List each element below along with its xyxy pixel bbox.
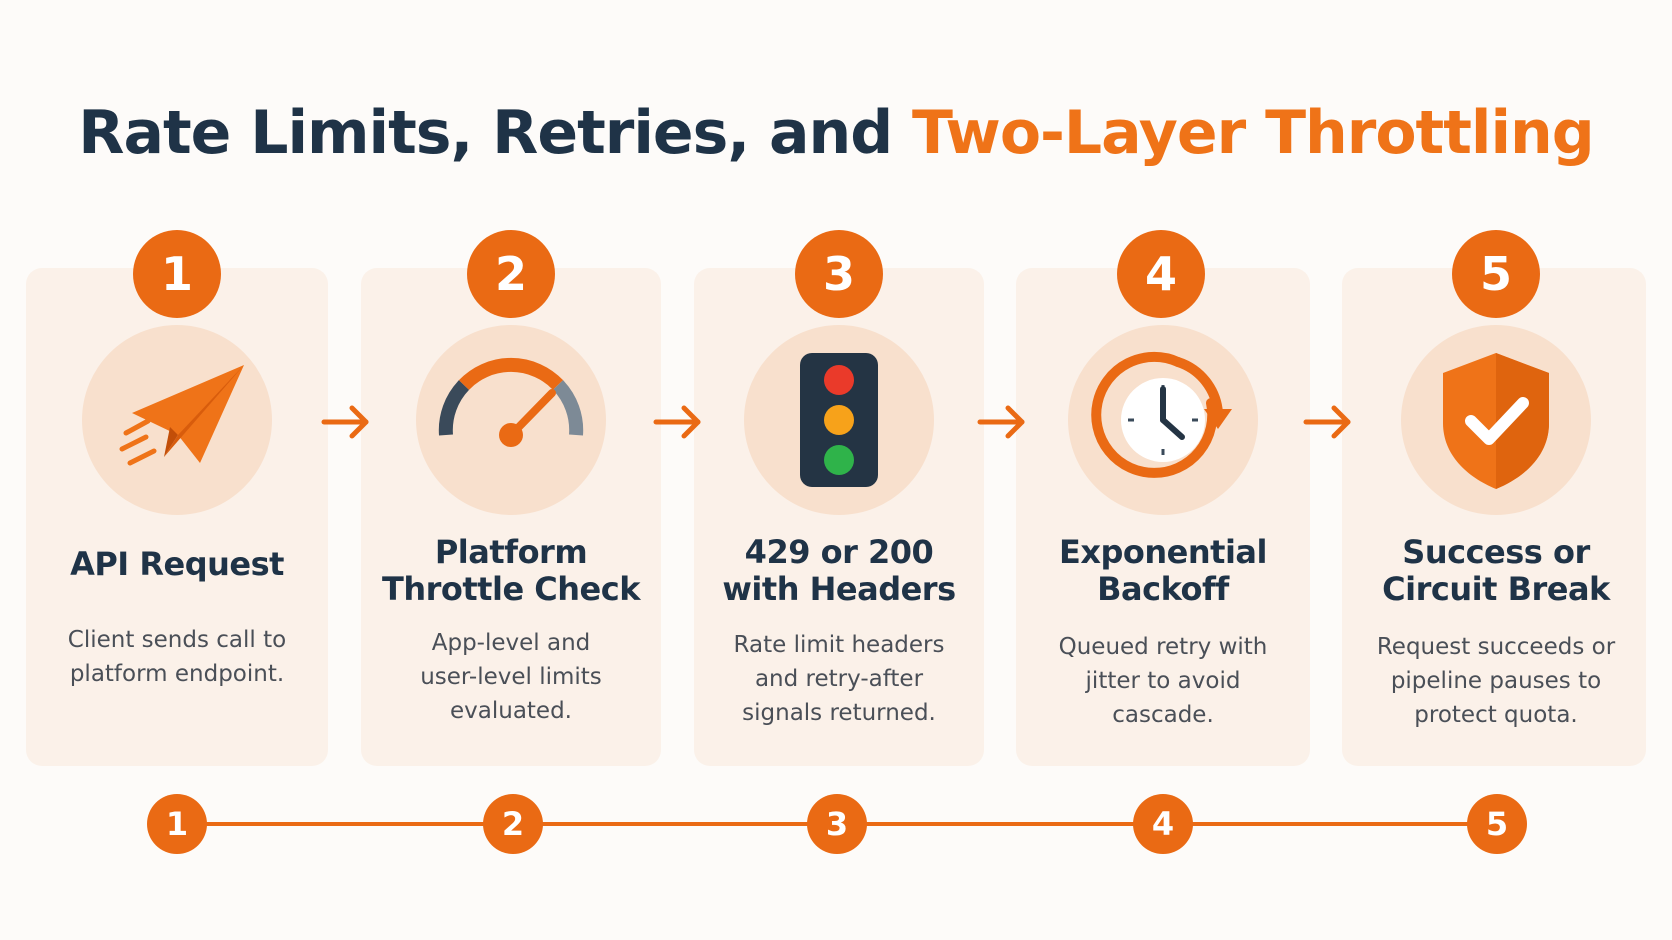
step-desc-line: pipeline pauses to xyxy=(1390,668,1602,694)
icon-disc-4 xyxy=(1068,325,1258,515)
timeline-dot-2: 2 xyxy=(483,794,543,854)
icon-disc-1 xyxy=(82,325,272,515)
step-title-line: Platform xyxy=(434,533,588,571)
step-desc-line: Queued retry with xyxy=(1058,634,1268,660)
timeline-dot-1: 1 xyxy=(147,794,207,854)
step-desc-line: jitter to avoid xyxy=(1085,668,1241,694)
step-badge-1: 1 xyxy=(133,230,221,318)
step-desc-line: and retry-after xyxy=(754,666,924,692)
step-desc-5: Request succeeds or pipeline pauses to p… xyxy=(1346,630,1646,732)
arrow-right-icon xyxy=(1303,405,1351,439)
title-main: Rate Limits, Retries, and xyxy=(78,98,893,168)
step-desc-line: protect quota. xyxy=(1414,702,1578,728)
timeline-dot-5: 5 xyxy=(1467,794,1527,854)
arrow-right-icon xyxy=(321,405,369,439)
step-desc-1: Client sends call to platform endpoint. xyxy=(27,623,327,691)
clock-retry-icon xyxy=(1091,351,1232,478)
step-desc-2: App-level and user-level limits evaluate… xyxy=(361,626,661,728)
step-badge-4: 4 xyxy=(1117,230,1205,318)
step-title-line: Exponential xyxy=(1059,533,1267,571)
timeline-dot-4: 4 xyxy=(1133,794,1193,854)
step-title-5: Success or Circuit Break xyxy=(1346,534,1646,608)
step-title-line: Circuit Break xyxy=(1382,570,1610,608)
timeline-dot-3: 3 xyxy=(807,794,867,854)
arrow-right-icon xyxy=(977,405,1025,439)
step-desc-line: App-level and xyxy=(431,630,591,656)
step-badge-3: 3 xyxy=(795,230,883,318)
step-desc-line: cascade. xyxy=(1112,702,1214,728)
step-desc-line: Request succeeds or xyxy=(1376,634,1616,660)
title-accent: Two-Layer Throttling xyxy=(912,98,1595,168)
step-desc-3: Rate limit headers and retry-after signa… xyxy=(689,628,989,730)
shield-check-icon xyxy=(1443,353,1549,489)
step-title-line: API Request xyxy=(70,545,284,583)
icon-disc-2 xyxy=(416,325,606,515)
paper-plane-icon xyxy=(119,365,244,466)
step-desc-line: user-level limits xyxy=(420,664,602,690)
step-desc-line: evaluated. xyxy=(450,698,572,724)
page-title: Rate Limits, Retries, and Two-Layer Thro… xyxy=(0,98,1672,168)
step-title-1: API Request xyxy=(27,546,327,583)
step-title-3: 429 or 200 with Headers xyxy=(689,534,989,608)
icon-disc-5 xyxy=(1401,325,1591,515)
icon-disc-3 xyxy=(744,325,934,515)
step-title-line: with Headers xyxy=(722,570,956,608)
step-title-line: 429 or 200 xyxy=(744,533,934,571)
step-desc-4: Queued retry with jitter to avoid cascad… xyxy=(1013,630,1313,732)
step-title-2: Platform Throttle Check xyxy=(361,534,661,608)
arrow-right-icon xyxy=(653,405,701,439)
step-title-4: Exponential Backoff xyxy=(1013,534,1313,608)
step-badge-5: 5 xyxy=(1452,230,1540,318)
step-desc-line: signals returned. xyxy=(742,700,936,726)
step-desc-line: Rate limit headers xyxy=(733,632,945,658)
step-title-line: Success or xyxy=(1402,533,1590,571)
step-title-line: Backoff xyxy=(1097,570,1229,608)
step-title-line: Throttle Check xyxy=(382,570,641,608)
traffic-light-icon xyxy=(800,353,878,487)
step-badge-2: 2 xyxy=(467,230,555,318)
speedometer-icon xyxy=(438,357,584,447)
step-desc-line: platform endpoint. xyxy=(69,661,285,687)
step-desc-line: Client sends call to xyxy=(67,627,287,653)
